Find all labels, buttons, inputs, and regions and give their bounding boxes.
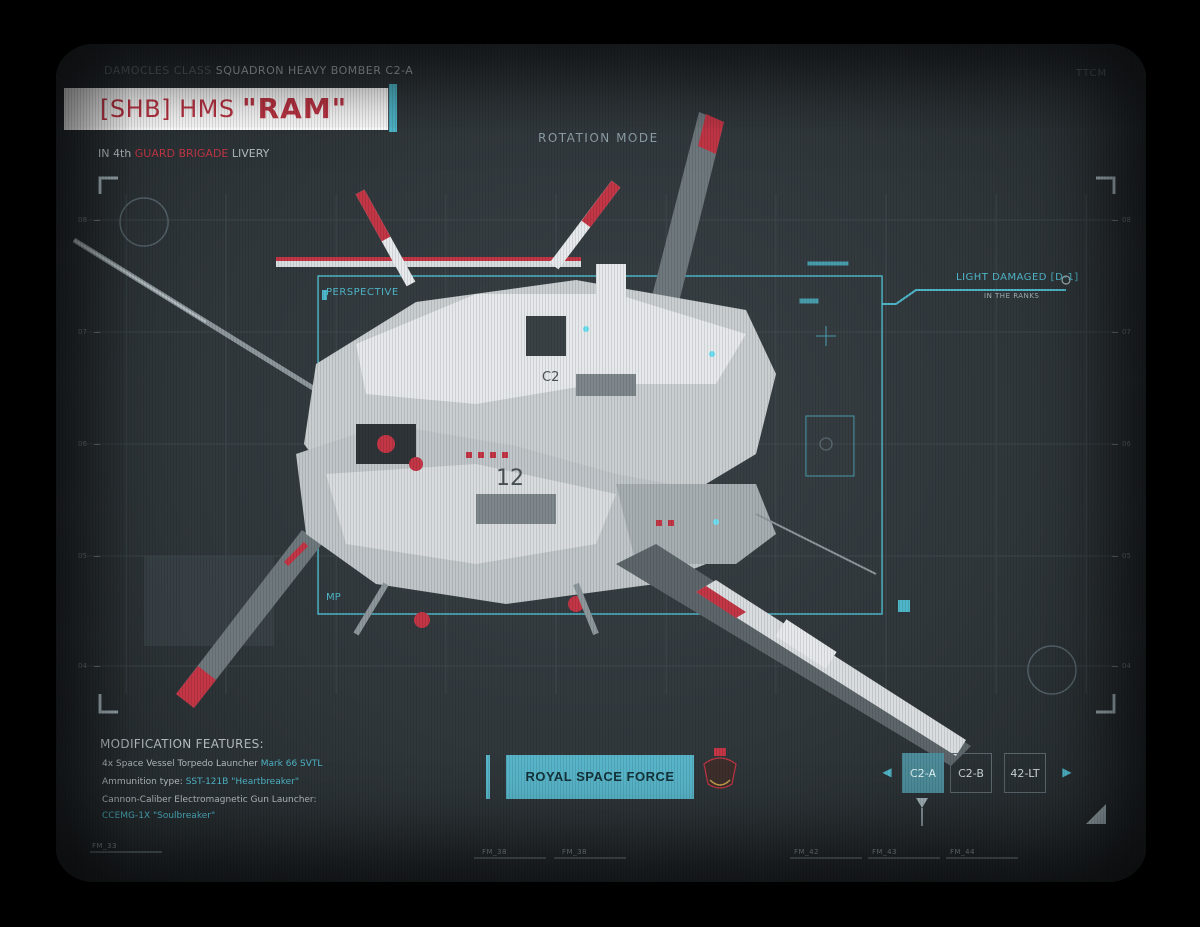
variant-tab-c2-a[interactable]: C2-A <box>902 753 944 793</box>
viewport-corner-marker <box>898 600 910 612</box>
livery-line: IN 4th GUARD BRIGADE LIVERY <box>98 147 269 160</box>
axis-tick-label: 06 <box>78 440 87 448</box>
corner-triangle-icon <box>1086 804 1106 824</box>
ship-title-box: [SHB] HMS "RAM" <box>64 88 394 130</box>
faction-button-label: ROYAL SPACE FORCE <box>525 769 675 784</box>
frame-marker: FM_44 <box>950 848 975 856</box>
targeting-reticles <box>119 197 1077 695</box>
frame-corner-brackets <box>98 176 1116 714</box>
axis-tick-label: 05 <box>1122 552 1131 560</box>
variant-tab-c2-b[interactable]: C2-B <box>950 753 992 793</box>
corner-code: TTCM <box>1076 68 1108 79</box>
status-connector <box>882 289 1066 305</box>
damage-status: LIGHT DAMAGED [D-1] <box>956 272 1079 283</box>
frame-marker: FM_43 <box>872 848 897 856</box>
modification-text: Ammunition type: <box>102 777 183 787</box>
royal-space-force-button[interactable]: ROYAL SPACE FORCE <box>506 755 694 799</box>
frame-marker-rules <box>90 851 1018 859</box>
modification-line: 4x Space Vessel Torpedo Launcher Mark 66… <box>102 759 322 769</box>
frame-marker: FM_33 <box>92 842 117 850</box>
previous-variant-button[interactable]: ◀ <box>880 760 894 784</box>
modification-highlight: CCEMG-1X "Soulbreaker" <box>102 811 216 821</box>
livery-suffix: LIVERY <box>231 147 270 160</box>
ship-class-line: DAMOCLES CLASS SQUADRON HEAVY BOMBER C2-… <box>104 64 413 77</box>
axis-tick-label: 05 <box>78 552 87 560</box>
viewport-corner-tag: MP <box>326 592 341 603</box>
modification-highlight: Mark 66 SVTL <box>260 759 323 769</box>
ship-title-prefix: [SHB] HMS <box>100 95 235 123</box>
perspective-label: PERSPECTIVE <box>326 287 399 298</box>
modification-line: Cannon-Caliber Electromagnetic Gun Launc… <box>102 795 317 805</box>
axis-tick-label: 08 <box>78 216 87 224</box>
frame-marker: FM_42 <box>794 848 819 856</box>
ship-title-name: "RAM" <box>242 92 348 125</box>
royal-crest-icon <box>703 748 737 789</box>
status-indicator-icon <box>1061 275 1071 285</box>
axis-tick-label: 07 <box>78 328 87 336</box>
next-variant-button[interactable]: ▶ <box>1060 760 1074 784</box>
rotation-mode-label: ROTATION MODE <box>538 131 659 145</box>
modification-text: 4x Space Vessel Torpedo Launcher <box>102 759 258 769</box>
modification-highlight: SST-121B "Heartbreaker" <box>185 777 300 787</box>
title-accent-bar <box>389 84 397 132</box>
livery-brigade: GUARD BRIGADE <box>134 147 229 160</box>
active-variant-pointer-icon <box>916 798 928 808</box>
axis-tick-label: 06 <box>1122 440 1131 448</box>
modification-line: Ammunition type: SST-121B "Heartbreaker" <box>102 777 299 787</box>
crt-screen: DAMOCLES CLASS SQUADRON HEAVY BOMBER C2-… <box>56 44 1146 882</box>
axis-tick-label: 04 <box>1122 662 1131 670</box>
viewport-details <box>799 261 855 477</box>
faction-accent-bar <box>486 755 490 799</box>
perspective-marker <box>322 290 327 300</box>
damage-substatus: IN THE RANKS <box>984 292 1040 300</box>
ship-designation: SQUADRON HEAVY BOMBER C2-A <box>215 64 414 77</box>
livery-prefix: IN 4th <box>98 147 132 160</box>
frame-marker: FM_38 <box>482 848 507 856</box>
frame-marker: FM_38 <box>562 848 587 856</box>
side-number: 12 <box>496 466 524 491</box>
axis-tick-marks <box>94 220 1118 667</box>
ship-render <box>72 112 971 766</box>
axis-tick-label: 04 <box>78 662 87 670</box>
axis-tick-label: 07 <box>1122 328 1131 336</box>
ship-class-name: DAMOCLES CLASS <box>104 64 212 77</box>
variant-tab-42-lt[interactable]: 42-LT <box>1004 753 1046 793</box>
hud-overlay <box>72 112 1118 859</box>
modification-heading: MODIFICATION FEATURES: <box>100 737 264 751</box>
hull-number: C2 <box>542 370 560 385</box>
axis-tick-label: 08 <box>1122 216 1131 224</box>
